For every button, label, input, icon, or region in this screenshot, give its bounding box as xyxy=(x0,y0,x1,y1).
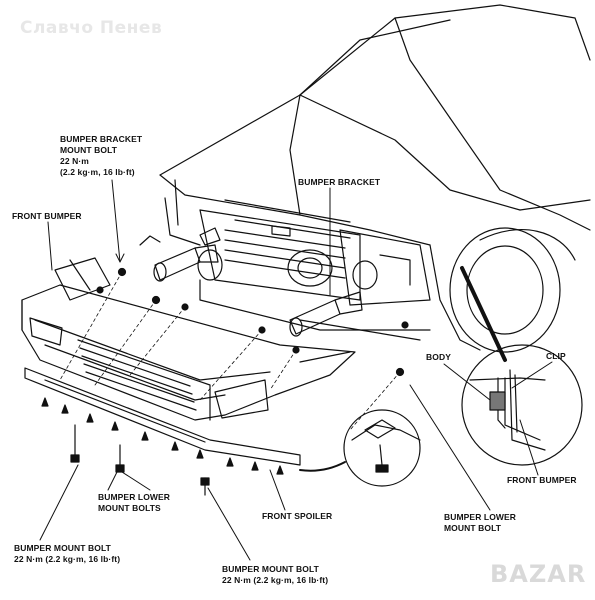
label-mount-bolt-bottom-2: 22 N·m (2.2 kg·m, 16 lb·ft) xyxy=(222,575,329,585)
label-bracket-bolt-3: 22 N·m xyxy=(60,156,89,166)
label-front-bumper-right: FRONT BUMPER xyxy=(507,475,577,485)
clip-detail xyxy=(460,266,583,466)
car-body xyxy=(159,4,591,353)
label-clip: CLIP xyxy=(546,351,566,361)
label-front-bumper-left: FRONT BUMPER xyxy=(12,211,82,221)
bumper-absorbers xyxy=(139,227,363,337)
label-bracket-bolt-1: BUMPER BRACKET xyxy=(60,134,143,144)
corner-logo: BAZAR xyxy=(490,560,587,588)
front-spoiler-shape xyxy=(24,367,301,475)
label-mount-bolt-left-2: 22 N·m (2.2 kg·m, 16 lb·ft) xyxy=(14,554,121,564)
label-mount-bolt-bottom-1: BUMPER MOUNT BOLT xyxy=(222,564,319,574)
label-bumper-bracket: BUMPER BRACKET xyxy=(298,177,381,187)
leader-lines xyxy=(39,179,553,561)
mount-bolts-lower xyxy=(70,424,210,496)
alignment-lines xyxy=(59,271,401,431)
watermark-text: Славчо Пенев xyxy=(20,18,163,38)
label-bracket-bolt-2: MOUNT BOLT xyxy=(60,145,118,155)
spoiler-detail xyxy=(299,409,421,487)
label-lower-bolt-right-2: MOUNT BOLT xyxy=(444,523,502,533)
label-front-spoiler: FRONT SPOILER xyxy=(262,511,333,521)
label-lower-bolt-right-1: BUMPER LOWER xyxy=(444,512,517,522)
label-lower-bolts-2: MOUNT BOLTS xyxy=(98,503,161,513)
front-bumper-shape xyxy=(21,257,356,421)
label-bracket-bolt-4: (2.2 kg·m, 16 lb·ft) xyxy=(60,167,135,177)
label-lower-bolts-1: BUMPER LOWER xyxy=(98,492,171,502)
label-mount-bolt-left-1: BUMPER MOUNT BOLT xyxy=(14,543,111,553)
label-body: BODY xyxy=(426,352,451,362)
